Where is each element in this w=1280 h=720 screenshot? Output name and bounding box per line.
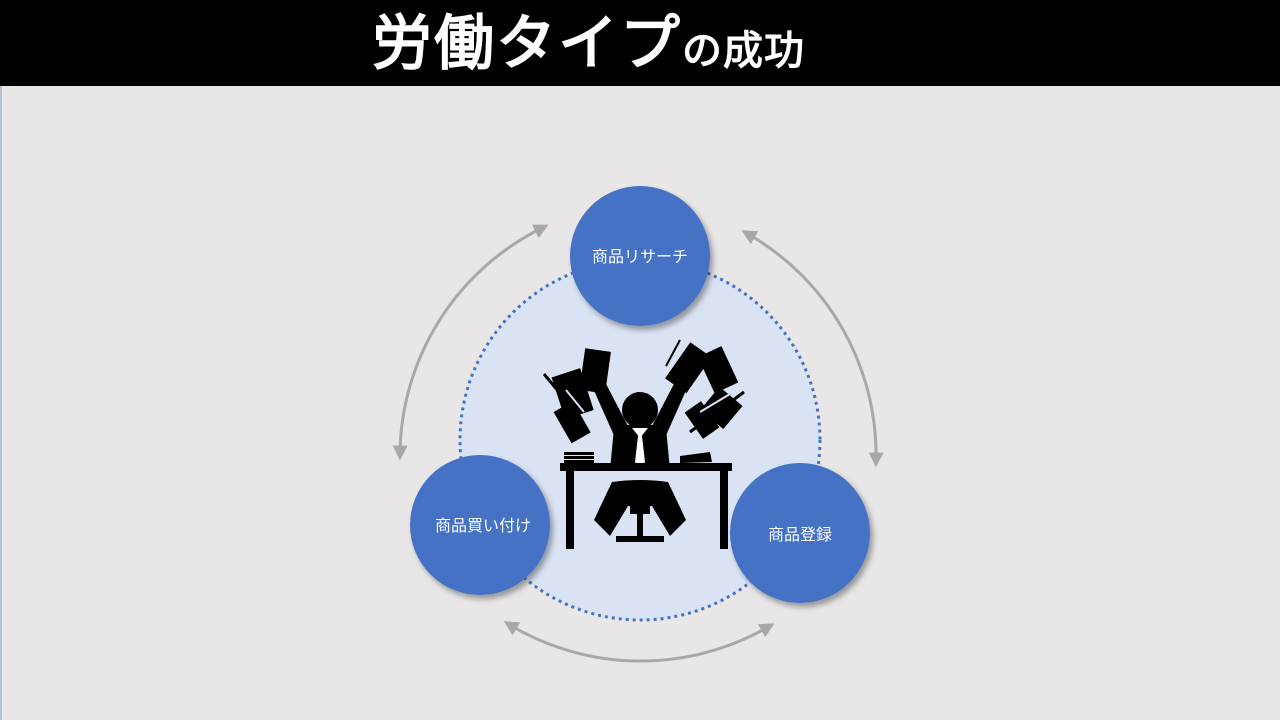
arrow-purchase-to-register bbox=[503, 621, 775, 663]
node-label-purchase: 商品買い付け bbox=[435, 516, 531, 535]
node-purchase: 商品買い付け bbox=[410, 455, 550, 595]
overwhelmed-worker-icon bbox=[542, 339, 745, 549]
title-sub: の成功 bbox=[682, 28, 805, 74]
arrow-research-to-register bbox=[741, 230, 884, 468]
node-label-research: 商品リサーチ bbox=[592, 247, 688, 266]
title-bar: 労働タイプ の成功 bbox=[0, 0, 1280, 86]
title-main: 労働タイプ bbox=[372, 9, 682, 79]
arrow-research-to-purchase bbox=[392, 224, 549, 461]
page-title: 労働タイプ の成功 bbox=[372, 4, 805, 84]
node-register: 商品登録 bbox=[730, 463, 870, 603]
left-edge-line bbox=[0, 86, 2, 720]
node-research: 商品リサーチ bbox=[570, 186, 710, 326]
node-label-register: 商品登録 bbox=[768, 525, 832, 544]
